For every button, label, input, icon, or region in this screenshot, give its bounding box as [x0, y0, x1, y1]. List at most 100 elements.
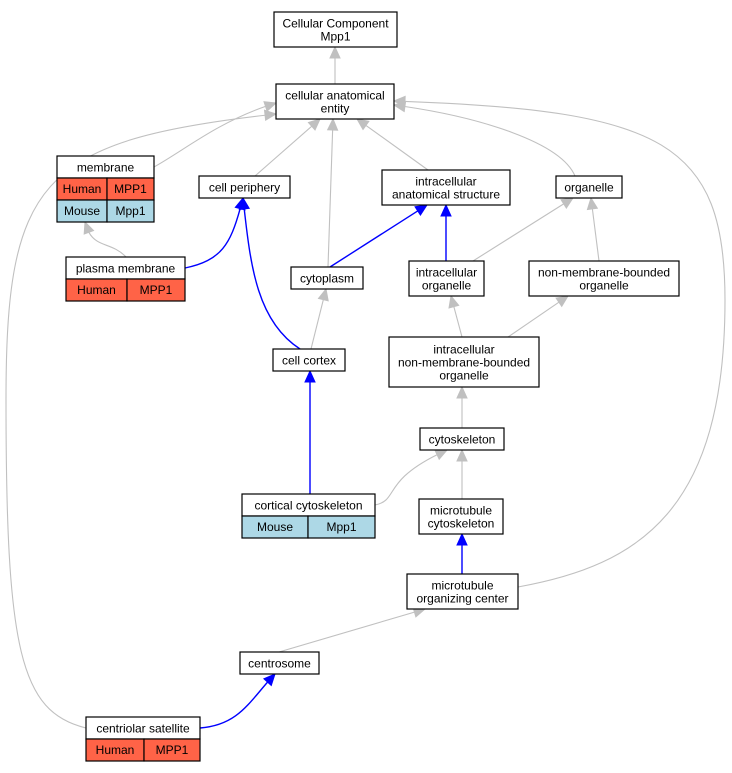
gene-label: MPP1 — [156, 743, 189, 757]
gene-label: MPP1 — [140, 283, 173, 297]
edge-mtoc-to-microtubule-cytoskeleton — [456, 532, 468, 574]
node-box — [290, 266, 364, 290]
node-label: cytoskeleton — [428, 517, 495, 531]
node-label: non-membrane-bounded — [398, 356, 530, 370]
edge-cell-periphery-to-cae — [254, 118, 321, 177]
gene-label: Mpp1 — [326, 520, 356, 534]
node-label: Mpp1 — [320, 30, 350, 44]
node-box — [555, 175, 623, 199]
node-inmbo[interactable]: intracellularnon-membrane-boundedorganel… — [388, 336, 540, 388]
edge-cell-cortex-to-cytoplasm — [310, 287, 329, 350]
node-label: centrosome — [248, 657, 311, 671]
node-box — [273, 11, 398, 48]
edge-plasma-membrane-to-membrane — [83, 220, 127, 258]
node-cell-periphery[interactable]: cell periphery — [198, 175, 291, 199]
edge-line — [393, 100, 726, 588]
node-label: cell periphery — [209, 181, 280, 195]
node-label: anatomical structure — [392, 188, 500, 202]
arrowhead — [317, 287, 329, 302]
gene-label: Mpp1 — [115, 204, 145, 218]
node-label: entity — [321, 102, 350, 116]
edge-line — [590, 197, 600, 262]
edge-line — [507, 295, 569, 338]
node-box — [381, 169, 511, 206]
node-label: cellular anatomical — [285, 89, 384, 103]
arrowhead — [560, 197, 575, 210]
node-centrosome[interactable]: centrosome — [239, 651, 320, 675]
edge-line — [278, 608, 426, 653]
arrowhead — [262, 673, 276, 687]
edge-cytoskeleton-to-inmbo — [456, 385, 468, 428]
edge-cytoplasm-to-cae — [326, 117, 339, 268]
arrowhead — [307, 118, 321, 131]
species-label: Human — [63, 182, 102, 196]
node-cytoskeleton[interactable]: cytoskeleton — [419, 427, 505, 451]
species-label: Human — [96, 743, 135, 757]
edge-centriolar-satellite-to-cae — [5, 109, 278, 729]
node-label: organelle — [579, 279, 629, 293]
node-label: non-membrane-bounded — [538, 266, 670, 280]
node-label: organizing center — [416, 592, 508, 606]
node-label: plasma membrane — [76, 262, 176, 276]
arrowhead — [83, 220, 95, 235]
node-box — [272, 348, 346, 372]
edge-cytoplasm-to-ias — [329, 204, 429, 268]
gene-cell — [106, 199, 155, 223]
node-box — [406, 573, 519, 610]
edge-cell-cortex-to-cell-periphery — [238, 196, 301, 350]
node-label: centriolar satellite — [96, 722, 190, 736]
node-cytoplasm[interactable]: cytoplasm — [290, 266, 364, 290]
edges-layer — [5, 45, 726, 729]
edge-inmbo-to-nmbo — [507, 295, 569, 338]
species-label: Mouse — [64, 204, 100, 218]
arrowhead — [586, 196, 599, 211]
arrowhead — [326, 117, 339, 131]
edge-intracellular-organelle-to-organelle — [472, 197, 575, 262]
arrowhead — [456, 385, 468, 399]
edge-inmbo-to-intracellular-organelle — [448, 294, 463, 338]
edge-line — [242, 197, 301, 350]
node-label: membrane — [77, 161, 135, 175]
arrowhead — [304, 369, 316, 383]
edge-membrane-to-cae — [153, 101, 278, 168]
gene-cell — [307, 515, 376, 539]
node-cell-cortex[interactable]: cell cortex — [272, 348, 346, 372]
edge-line — [329, 204, 428, 268]
edge-plasma-membrane-to-cell-periphery — [184, 196, 246, 269]
edge-line — [153, 102, 277, 168]
edge-line — [356, 118, 429, 171]
node-label: Cellular Component — [282, 17, 389, 31]
edge-cortical-cytoskeleton-to-cell-cortex — [304, 369, 316, 494]
edge-ias-to-cae — [356, 118, 429, 171]
arrowhead — [356, 118, 370, 131]
annotation-row-human: Human MPP1 — [85, 738, 201, 762]
node-box — [528, 260, 680, 297]
node-box — [418, 498, 504, 535]
node-label: microtubule — [431, 579, 493, 593]
arrowhead — [329, 45, 341, 59]
node-label: organelle — [439, 369, 489, 383]
node-organelle[interactable]: organelle — [555, 175, 623, 199]
edge-centriolar-satellite-to-centrosome — [199, 673, 276, 729]
edge-line — [310, 288, 327, 350]
edge-line — [5, 113, 277, 729]
node-box — [419, 427, 505, 451]
edge-line — [254, 118, 321, 177]
edge-cortical-cytoskeleton-to-cytoskeleton — [374, 449, 449, 506]
edge-line — [472, 197, 574, 262]
